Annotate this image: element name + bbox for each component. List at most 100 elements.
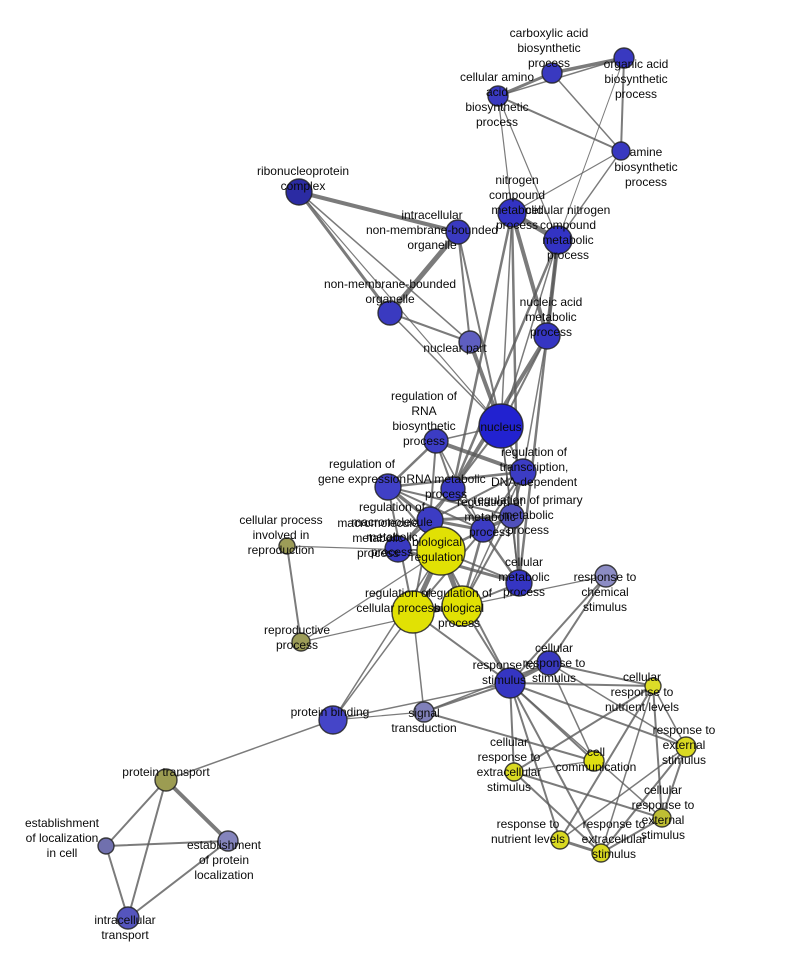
node-cnitro[interactable] bbox=[543, 225, 573, 255]
node-resp[interactable] bbox=[494, 667, 526, 699]
node-nucleic[interactable] bbox=[533, 322, 561, 350]
node-repro[interactable] bbox=[291, 632, 311, 652]
edge-cresp--cellcomm bbox=[548, 662, 595, 762]
node-regmet[interactable] bbox=[470, 517, 496, 543]
edge-respext--respnut bbox=[559, 746, 687, 841]
node-reggene[interactable] bbox=[374, 473, 402, 501]
edge-amino--amine bbox=[497, 95, 622, 152]
node-regtrans[interactable] bbox=[509, 458, 537, 486]
edge-cresp--respext bbox=[548, 662, 687, 748]
edge-estprot--intratrans bbox=[127, 840, 229, 919]
node-respchem[interactable] bbox=[594, 564, 618, 588]
edge-amino--cnitro bbox=[497, 95, 559, 241]
edge-probind--bioreg bbox=[332, 550, 442, 721]
edge-cresp--crespnut bbox=[548, 662, 654, 687]
edge-crespnut--respnut bbox=[559, 685, 654, 841]
edge-resp--crespext bbox=[509, 682, 663, 819]
edge-respextra--crespext bbox=[600, 817, 663, 854]
edge-protrans--estprot bbox=[164, 778, 230, 843]
edge-probind--protrans bbox=[165, 719, 334, 781]
edge-orga--amine bbox=[620, 57, 625, 152]
edge-nucleic--regtrans bbox=[522, 335, 548, 473]
node-cellcomm[interactable] bbox=[583, 750, 605, 772]
node-cresp[interactable] bbox=[536, 650, 562, 676]
edge-respchem--resp bbox=[509, 575, 607, 684]
edge-resp--respnut bbox=[509, 682, 561, 841]
node-intratrans[interactable] bbox=[116, 906, 140, 930]
edge-estloc--intratrans bbox=[105, 845, 129, 919]
node-amino[interactable] bbox=[487, 85, 509, 107]
node-regrna[interactable] bbox=[423, 428, 449, 454]
node-nucpart[interactable] bbox=[458, 330, 482, 354]
edge-carb--amine bbox=[551, 72, 622, 152]
edge-reggene--regprim bbox=[387, 486, 513, 517]
edge-protrans--intratrans bbox=[127, 779, 167, 919]
node-rnamet[interactable] bbox=[440, 476, 466, 502]
node-regprim[interactable] bbox=[499, 503, 525, 529]
node-cpir[interactable] bbox=[278, 537, 296, 555]
edge-resp--respextra bbox=[509, 682, 602, 854]
node-carb[interactable] bbox=[541, 62, 563, 84]
node-probind[interactable] bbox=[318, 705, 348, 735]
edge-regrna--regtrans bbox=[434, 439, 525, 474]
node-estprot[interactable] bbox=[217, 830, 239, 852]
node-bioreg[interactable] bbox=[416, 526, 466, 576]
edge-cnitro--nucleus bbox=[500, 239, 559, 427]
edge-regtrans--regmacro bbox=[429, 471, 524, 521]
edge-cnitro--cellmet bbox=[517, 238, 560, 585]
edge-nitro--rnamet bbox=[451, 211, 514, 491]
edge-inmbo--nucleus bbox=[457, 231, 502, 427]
edge-rnp--nucpart bbox=[298, 191, 471, 343]
edge-rnp--inmbo bbox=[297, 190, 460, 234]
node-rnp[interactable] bbox=[285, 178, 313, 206]
edge-amine--nitro bbox=[511, 150, 622, 214]
edge-repro--bioreg bbox=[300, 550, 442, 643]
node-nucleus[interactable] bbox=[478, 403, 524, 449]
edge-orga--cnitro bbox=[557, 57, 625, 241]
edge-rnp--nmbo bbox=[297, 190, 392, 315]
edge-estprot--estloc bbox=[105, 840, 229, 847]
edge-carb--orga bbox=[550, 56, 626, 75]
node-nitro[interactable] bbox=[497, 198, 527, 228]
edge-cpir--repro bbox=[286, 545, 302, 643]
edge-nitro--nucleus bbox=[500, 212, 513, 427]
edge-respext--crespext bbox=[661, 746, 687, 819]
edge-probind--sigtrans bbox=[332, 711, 425, 721]
edge-crespnut--respextra bbox=[600, 685, 654, 854]
edge-cnitro--rnamet bbox=[451, 238, 560, 491]
node-macromet[interactable] bbox=[384, 535, 412, 563]
edge-regtrans--regbio bbox=[461, 471, 524, 607]
node-regcell[interactable] bbox=[391, 590, 435, 634]
node-respext[interactable] bbox=[675, 736, 697, 758]
node-crespextra[interactable] bbox=[504, 762, 524, 782]
node-respnut[interactable] bbox=[550, 830, 570, 850]
node-sigtrans[interactable] bbox=[413, 701, 435, 723]
edge-crespnut--crespextra bbox=[513, 685, 654, 773]
node-crespext[interactable] bbox=[652, 808, 672, 828]
edge-cpir--bioreg bbox=[286, 545, 442, 552]
node-inmbo[interactable] bbox=[445, 219, 471, 245]
node-cellmet[interactable] bbox=[505, 569, 533, 597]
edge-nmbo--nucpart bbox=[389, 312, 471, 343]
node-amine[interactable] bbox=[611, 141, 631, 161]
edge-respextra--crespextra bbox=[513, 771, 602, 854]
node-estloc[interactable] bbox=[97, 837, 115, 855]
node-nmbo[interactable] bbox=[377, 300, 403, 326]
node-crespnut[interactable] bbox=[644, 677, 662, 695]
node-regbio[interactable] bbox=[441, 585, 483, 627]
edge-amino--nitro bbox=[497, 95, 513, 214]
node-respextra[interactable] bbox=[591, 843, 611, 863]
edge-respext--respextra bbox=[600, 746, 687, 854]
edge-crespnut--crespext bbox=[652, 685, 663, 819]
edge-respchem--cresp bbox=[548, 575, 607, 664]
edge-inmbo--nucpart bbox=[457, 231, 471, 343]
edge-cellcomm--crespextra bbox=[513, 760, 595, 773]
node-protrans[interactable] bbox=[154, 768, 178, 792]
edge-amine--cnitro bbox=[557, 150, 622, 241]
edge-inmbo--nmbo bbox=[387, 229, 461, 316]
node-orga[interactable] bbox=[613, 47, 635, 69]
